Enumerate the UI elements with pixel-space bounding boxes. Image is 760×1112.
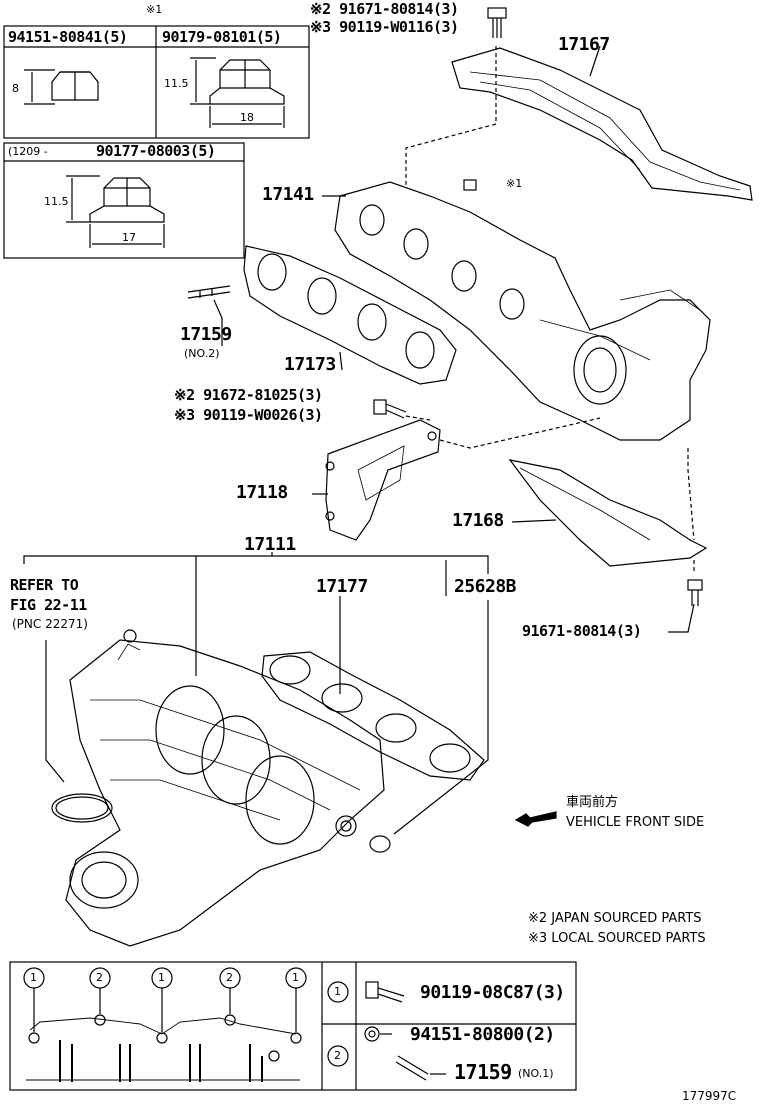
- legend-part-17159[interactable]: 17159: [454, 1060, 512, 1084]
- legend-box: [9, 961, 577, 1091]
- top-bolt-local[interactable]: ※3 90119-W0116(3): [310, 18, 459, 36]
- mid-bolt-japan[interactable]: ※2 91672-81025(3): [174, 386, 323, 404]
- box-b-width: 18: [240, 111, 254, 124]
- legend-bolt-icon: [365, 981, 405, 1003]
- box-b-part-number[interactable]: 90179-08101(5): [162, 28, 282, 46]
- nut-box-bottom: [3, 142, 245, 259]
- note-mark-1: ※1: [146, 3, 163, 16]
- heat-insulator-lower: [508, 459, 708, 567]
- bolt-bottom: [687, 579, 703, 606]
- bolt-mid: [373, 399, 407, 419]
- label-17177[interactable]: 17177: [316, 576, 368, 597]
- clamp-25628b: [369, 835, 391, 853]
- label-17118[interactable]: 17118: [236, 482, 288, 503]
- label-25628b[interactable]: 25628B: [454, 576, 517, 597]
- legend-schematic-marker-2a: 2: [96, 971, 103, 984]
- refer-line-1: REFER TO: [10, 576, 79, 594]
- intake-manifold: [65, 639, 385, 947]
- legend-schematic-marker-2b: 2: [226, 971, 233, 984]
- top-bolt-japan[interactable]: ※2 91671-80814(3): [310, 0, 459, 18]
- label-17141[interactable]: 17141: [262, 184, 314, 205]
- label-91671-80814[interactable]: 91671-80814(3): [522, 622, 642, 640]
- front-arrow-icon: [514, 811, 557, 827]
- label-17167[interactable]: 17167: [558, 34, 610, 55]
- stud-bolt-no2: [187, 285, 231, 299]
- note-japan-sourced: ※2 JAPAN SOURCED PARTS: [528, 911, 702, 926]
- box-c-part-number[interactable]: 90177-08003(5): [96, 142, 216, 160]
- legend-part-17159-sub: (NO.1): [518, 1067, 554, 1080]
- label-17111[interactable]: 17111: [244, 534, 296, 555]
- box-c-width: 17: [122, 231, 136, 244]
- note-local-sourced: ※3 LOCAL SOURCED PARTS: [528, 931, 706, 946]
- label-17159-sub: (NO.2): [184, 347, 220, 360]
- front-side-en: VEHICLE FRONT SIDE: [566, 815, 705, 830]
- flange-nut-c: [89, 177, 165, 223]
- legend-schematic-marker-1c: 1: [292, 971, 299, 984]
- exhaust-manifold: [334, 181, 711, 441]
- box-b-height: 11.5: [164, 77, 189, 90]
- legend-nut-icon: [364, 1026, 380, 1042]
- legend-part-90119[interactable]: 90119-08C87(3): [420, 982, 565, 1003]
- manifold-gasket: [243, 245, 457, 385]
- box-c-height: 11.5: [44, 195, 69, 208]
- nut-note-mark: ※1: [506, 177, 523, 190]
- refer-line-2: FIG 22-11: [10, 596, 87, 614]
- bolt-top: [487, 7, 507, 38]
- label-17159[interactable]: 17159: [180, 324, 232, 345]
- legend-schematic-marker-1a: 1: [30, 971, 37, 984]
- intake-gasket: [261, 651, 485, 781]
- label-17168[interactable]: 17168: [452, 510, 504, 531]
- box-c-date: (1209 -: [8, 145, 48, 158]
- heat-insulator-upper: [451, 47, 753, 201]
- manifold-stay: [325, 419, 441, 541]
- box-a-height: 8: [12, 82, 19, 95]
- legend-key-1: 1: [334, 985, 341, 998]
- flange-nut-b: [209, 59, 285, 105]
- flange-nut-a: [51, 71, 99, 101]
- legend-part-94151[interactable]: 94151-80800(2): [410, 1024, 555, 1045]
- figure-code: 177997C: [682, 1089, 737, 1103]
- legend-stud-icon: [395, 1055, 429, 1081]
- o-ring: [51, 793, 113, 823]
- mid-bolt-local[interactable]: ※3 90119-W0026(3): [174, 406, 323, 424]
- legend-schematic-marker-1b: 1: [158, 971, 165, 984]
- front-side-jp: 車両前方: [566, 795, 619, 810]
- refer-line-3: (PNC 22271): [12, 617, 88, 631]
- label-17173[interactable]: 17173: [284, 354, 336, 375]
- legend-key-2: 2: [334, 1049, 341, 1062]
- box-a-part-number[interactable]: 94151-80841(5): [8, 28, 128, 46]
